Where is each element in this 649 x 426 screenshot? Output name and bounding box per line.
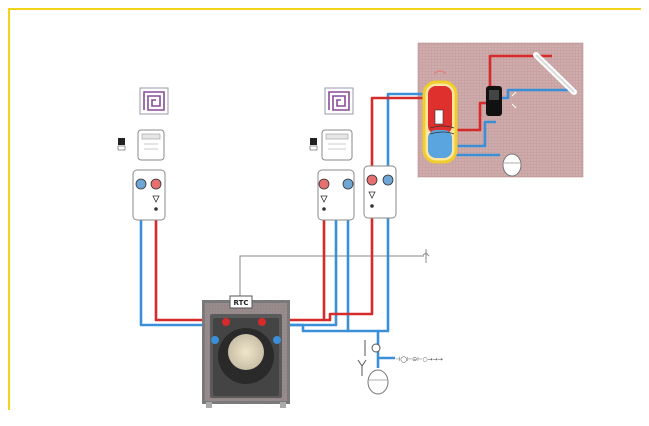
boiler-burner-drum xyxy=(228,334,264,370)
solar-collector-icon xyxy=(533,52,577,95)
flow-pump-icon xyxy=(150,178,162,190)
boiler-controller-label: RTC xyxy=(234,299,249,307)
mixing-valve-icon xyxy=(320,195,328,203)
pump-group-1 xyxy=(132,169,166,221)
floor-heating-coil-2 xyxy=(324,87,354,115)
pump-group-2 xyxy=(317,169,355,221)
expansion-group-label: ⊣◯⊢⊝⊢○→→→ xyxy=(395,356,443,363)
boiler xyxy=(202,300,290,408)
hot-water-tank xyxy=(422,70,458,164)
wall-sensor-2 xyxy=(309,138,318,151)
return-pump-icon xyxy=(382,174,394,186)
floor-heating-coil-1 xyxy=(139,87,169,115)
solar-pump-station xyxy=(486,86,517,116)
safety-group xyxy=(357,340,381,376)
flow-pump-icon xyxy=(318,178,330,190)
mixing-valve-icon xyxy=(152,195,160,203)
expansion-vessel-icon xyxy=(367,369,389,395)
room-controller-2 xyxy=(321,129,353,161)
return-pump-icon xyxy=(135,178,147,190)
flow-pump-icon xyxy=(366,174,378,186)
flow-pipes xyxy=(154,54,552,322)
return-pump-icon xyxy=(342,178,354,190)
boiler-controller: RTC xyxy=(229,295,253,309)
mixing-valve-icon xyxy=(368,191,376,199)
control-wire xyxy=(239,249,430,296)
wall-sensor-1 xyxy=(117,138,126,151)
room-controller-1 xyxy=(137,129,165,161)
solar-expansion-vessel-icon xyxy=(502,153,522,177)
pump-group-3 xyxy=(363,165,397,219)
